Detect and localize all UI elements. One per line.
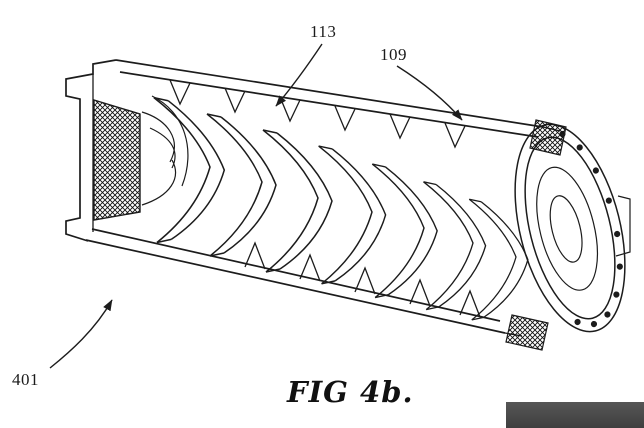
- flange-hole-dots: [559, 130, 623, 328]
- ref-label-113: 113: [310, 22, 337, 41]
- outer-tube: [65, 59, 561, 337]
- thread-sections: [505, 119, 631, 351]
- ref-label-109: 109: [380, 45, 407, 64]
- coil-hatch-section: [93, 95, 189, 221]
- leader-arrow-113: [275, 43, 323, 107]
- ref-label-401: 401: [12, 370, 39, 389]
- leader-arrow-401: [49, 299, 113, 369]
- watermark-bar: [506, 402, 644, 428]
- figure-caption: FIG 4b.: [287, 375, 414, 409]
- baffle-top-spikes: [169, 79, 466, 149]
- baffle-bottom-spikes: [244, 241, 481, 318]
- baffle-stack: [153, 96, 529, 321]
- leader-arrow-109: [396, 65, 463, 121]
- end-flange: [514, 123, 626, 333]
